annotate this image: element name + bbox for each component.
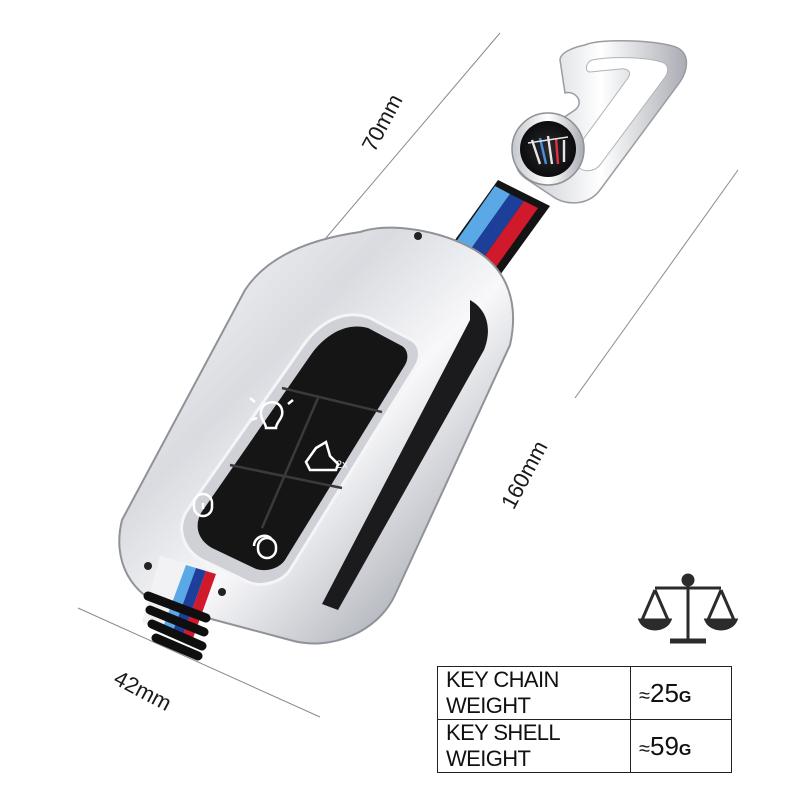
weight-number: 25 [649,677,679,708]
trunk-open-icon: 2x [304,440,348,472]
unlock-icon [252,534,278,560]
weight-value-cell: ≈59G [630,719,732,773]
balance-scale-icon [637,573,739,644]
weight-unit: G [678,741,692,759]
weight-number: 59 [649,730,679,761]
weight-unit: G [678,688,692,706]
approx-sign: ≈ [639,684,650,707]
key-shell: 2x [118,226,515,661]
dimension-lines [77,32,739,718]
light-bulb-icon [249,397,294,430]
approx-sign: ≈ [639,737,650,760]
lock-icon [192,492,214,518]
weight-label: KEY CHAIN WEIGHT [437,666,631,720]
weight-row-shell: KEY SHELL WEIGHT ≈59G [437,719,732,773]
weight-value-cell: ≈25G [630,666,732,720]
svg-text:2x: 2x [336,459,348,471]
weight-row-chain: KEY CHAIN WEIGHT ≈25G [437,666,732,720]
brand-emblem [527,135,569,165]
weight-table: KEY CHAIN WEIGHT ≈25G KEY SHELL WEIGHT ≈… [437,666,732,773]
weight-label: KEY SHELL WEIGHT [437,719,631,773]
